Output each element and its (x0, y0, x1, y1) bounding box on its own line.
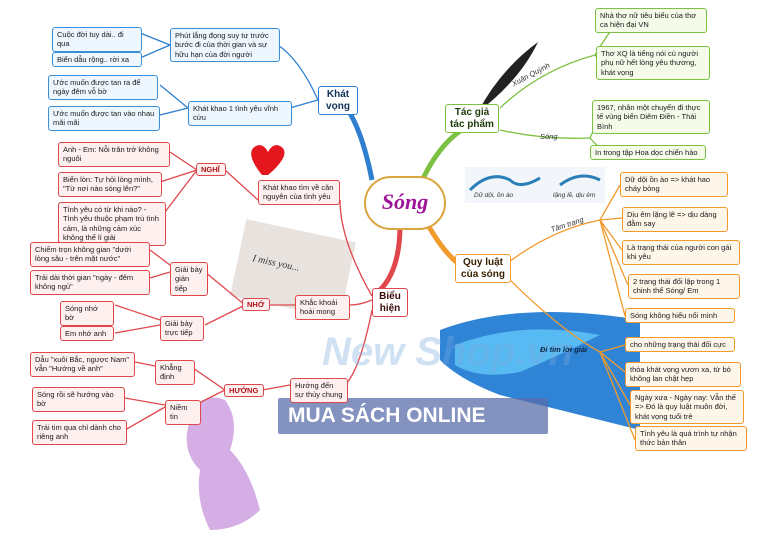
center-node: Sóng (364, 176, 446, 230)
miss-you-photo (230, 219, 356, 319)
nghi-item-3: Tình yêu có từ khi nào? - Tình yêu thuộc… (58, 202, 166, 246)
khat-vong-khat-khao: Khát khao 1 tình yêu vĩnh cửu (188, 101, 292, 126)
woman-illustration (186, 397, 260, 530)
wave-caption-1: Dữ dội, ồn ào (474, 192, 514, 199)
red-heart (251, 145, 285, 175)
tac-gia-xq-item-2: Thơ XQ là tiếng nói củ người phụ nữ hết … (596, 46, 710, 81)
nghi-item-2: Biển lòn: Tự hỏi lòng mình, "Từ nơi nào … (58, 172, 162, 197)
huong-parent: Hướng đến sự thủy chung (290, 378, 348, 403)
center-title: Sóng (381, 189, 429, 214)
tac-gia-song-item-2: In trong tập Hoa dọc chiến hào (590, 145, 706, 161)
label-song: Sóng (540, 132, 558, 141)
branch-line-tac-gia (417, 122, 472, 187)
tac-gia-song-item-1: 1967, nhân một chuyến đi thực tế vùng bi… (592, 100, 710, 135)
nho-truc-tiep-item-1: Sóng nhớ bờ (60, 301, 114, 326)
tam-trang-item-3: Là trạng thái của người con gái khi yêu (622, 240, 740, 265)
khat-vong-phut-item-1: Cuộc đời tuy dài.. đi qua (52, 27, 142, 52)
huong-niem-tin-item-1: Sóng rồi sẽ hướng vào bờ (32, 387, 125, 412)
huong-khang-dinh-item: Dẫu "xuôi Bắc, ngược Nam" vẫn "Hướng về … (30, 352, 135, 377)
tim-loi-giai-item-3: Ngày xưa - Ngày nay: Vẫn thế => Đó là qu… (630, 390, 744, 425)
tim-loi-giai-item-4: Tình yêu là quá trình tự nhận thức bản t… (635, 426, 747, 451)
branch-bieu-hien: Biểu hiện (372, 288, 408, 317)
khat-vong-connectors (139, 32, 319, 116)
tam-trang-item-1: Dữ dội ồn ào => khát hao cháy bỏng (620, 172, 728, 197)
wave-drawing-left (468, 175, 541, 192)
khat-vong-phut-item-2: Biển dẫu rộng.. rời xa (52, 52, 142, 68)
bieu-hien-connectors (114, 151, 373, 431)
nghi-parent: Khát khao tìm về căn nguyên của tình yêu (258, 180, 340, 205)
watermark-banner-text: MUA SÁCH ONLINE (288, 404, 486, 427)
khat-vong-khat-item-2: Ước muốn được tan vào nhau mãi mãi (48, 106, 160, 131)
wave-crest (455, 329, 600, 375)
tam-trang-item-4: 2 trạng thái đối lập trong 1 chỉnh thể S… (628, 274, 740, 299)
huong-niem-tin-item-2: Trái tim qua chỉ dành cho riêng anh (32, 420, 127, 445)
label-tim-loi-giai: Đi tìm lời giải (540, 345, 588, 354)
tam-trang-item-5: Sóng không hiểu nổi mình (625, 308, 735, 324)
nho-gian-tiep-item-2: Trải dài thời gian "ngày - đêm không ngủ… (30, 270, 150, 295)
nho-truc-tiep: Giải bày trực tiếp (160, 316, 204, 341)
nghi-item-1: Anh - Em: Nỗi trăn trở không nguôi (58, 142, 170, 167)
nghi-label: NGHĨ (196, 163, 226, 176)
tac-gia-xq-item-1: Nhà thơ nữ tiêu biểu của thơ ca hiện đại… (595, 8, 707, 33)
wave-strip (465, 167, 605, 203)
huong-label: HƯỚNG (224, 384, 264, 397)
khat-vong-phut-lang-dong: Phút lắng đọng suy tư trước bước đi của … (170, 28, 280, 63)
wave-caption-2: lặng lẽ, dịu êm (553, 192, 596, 199)
nho-gian-tiep-item-1: Chiếm trọn không gian "dưới lòng sâu - t… (30, 242, 150, 267)
branch-line-bieu-hien (378, 224, 403, 292)
branch-tac-gia: Tác giả tác phẩm (445, 104, 499, 133)
nho-label: NHỚ (242, 298, 270, 311)
tim-loi-giai-item-2: thỏa khát vọng vươn xa, từ bỏ không lan … (625, 362, 741, 387)
khat-vong-khat-item-1: Ước muốn được tan ra để ngày đêm vỗ bờ (48, 75, 158, 100)
nho-gian-tiep: Giải bày gián tiếp (170, 262, 208, 297)
tam-trang-item-2: Dịu êm lặng lẽ => dịu dàng đằm say (622, 207, 728, 232)
wave-drawing-right (559, 174, 601, 187)
watermark-brand: New Shop.vn (322, 330, 574, 374)
quy-luat-connectors (504, 184, 636, 441)
watermark-banner: MUA SÁCH ONLINE (278, 398, 548, 434)
branch-quy-luat: Quy luật của sóng (455, 254, 511, 283)
feather-quill (478, 42, 538, 112)
tim-loi-giai-item-1: cho những trạng thái đối cực (625, 337, 735, 353)
huong-niem-tin: Niềm tin (165, 400, 201, 425)
huong-khang-dinh: Khẳng định (155, 360, 195, 385)
nho-truc-tiep-item-2: Em nhớ anh (60, 326, 114, 342)
branch-khat-vong: Khát vọng (318, 86, 358, 115)
nho-parent: Khắc khoải hoài mong (295, 295, 350, 320)
